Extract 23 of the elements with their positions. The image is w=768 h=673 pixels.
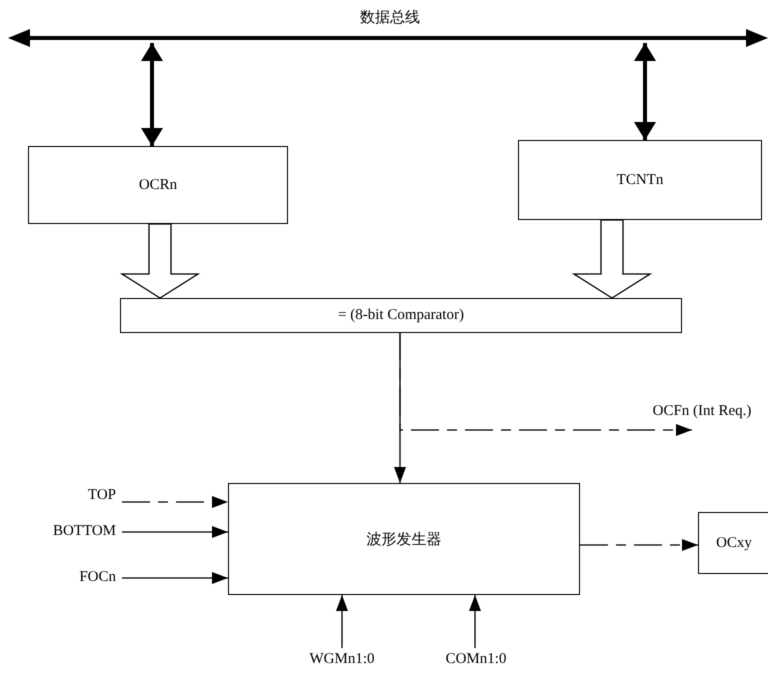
- arrow: [580, 539, 698, 551]
- block-arrow: [572, 219, 652, 299]
- output-box: OCxy: [698, 512, 768, 574]
- signal-label: COMn1:0: [432, 648, 520, 670]
- signal-label: BOTTOM: [18, 520, 116, 542]
- block-arrow: [120, 223, 200, 299]
- double-arrow: [634, 43, 656, 140]
- double-arrow: [141, 43, 163, 146]
- signal-label: TOP: [60, 484, 116, 506]
- arrow: [336, 595, 348, 648]
- signal-label: OCFn (Int Req.): [636, 400, 768, 422]
- arrow: [469, 595, 481, 648]
- bus-label: 数据总线: [360, 8, 420, 27]
- comparator-box: = (8-bit Comparator): [120, 298, 682, 333]
- waveform-generator-box: 波形发生器: [228, 483, 580, 595]
- arrow: [122, 526, 228, 538]
- arrow: [122, 572, 228, 584]
- register-box: OCRn: [28, 146, 288, 224]
- arrow: [122, 496, 228, 508]
- signal-label: FOCn: [56, 566, 116, 588]
- arrow: [399, 333, 692, 436]
- signal-label: WGMn1:0: [298, 648, 386, 670]
- register-box: TCNTn: [518, 140, 762, 220]
